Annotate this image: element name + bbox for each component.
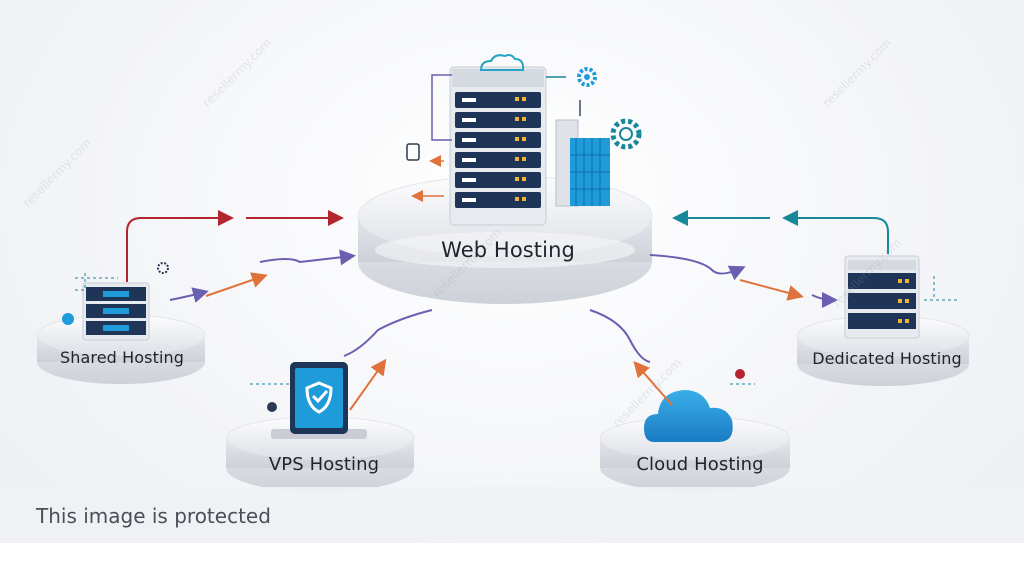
- server-rack-icon: [82, 282, 150, 341]
- gear-icon: [157, 262, 169, 274]
- node-label-web-hosting: Web Hosting: [441, 238, 575, 262]
- server-rack-icon: [844, 255, 920, 339]
- node-label-vps-hosting: VPS Hosting: [268, 454, 380, 475]
- vps-platform: [225, 416, 415, 492]
- arrows: [126, 210, 889, 411]
- cloud-icon: [479, 54, 525, 71]
- protected-text: This image is protected: [36, 504, 271, 528]
- phone-icon: [406, 143, 420, 161]
- gear-icon: [610, 118, 642, 150]
- tablet-shield-icon: [271, 362, 367, 439]
- gear-icon: [267, 402, 277, 412]
- gear-icon: [577, 67, 597, 87]
- connector-lines: [431, 74, 581, 141]
- server-rack-icon: [449, 66, 547, 226]
- bottom-strip: [0, 543, 1024, 576]
- node-label-shared-hosting: Shared Hosting: [60, 348, 184, 367]
- node-label-cloud-hosting: Cloud Hosting: [636, 454, 764, 475]
- node-label-dedicated-hosting: Dedicated Hosting: [812, 349, 962, 368]
- cloud-icon: [644, 390, 733, 442]
- dashed-connectors: [75, 270, 958, 385]
- protected-banner: This image is protected: [0, 487, 1024, 543]
- alert-icon: [735, 369, 745, 379]
- gear-icon: [62, 313, 74, 325]
- building-icon: [555, 119, 610, 207]
